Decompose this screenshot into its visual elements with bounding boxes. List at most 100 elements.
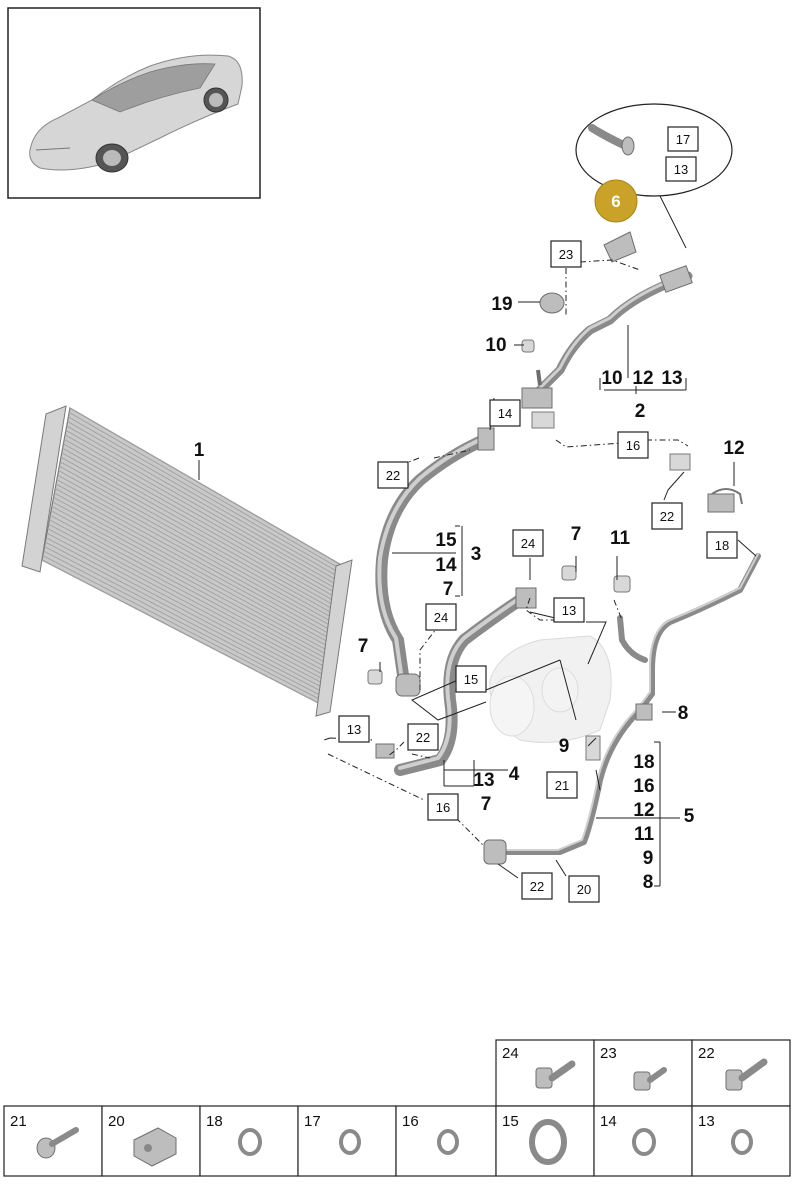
- group-2-item[interactable]: 13: [661, 368, 682, 389]
- ref-box-label: 16: [436, 800, 450, 815]
- hardware-cell-label[interactable]: 18: [206, 1113, 223, 1130]
- hardware-cell-label[interactable]: 15: [502, 1113, 519, 1130]
- ref-box[interactable]: 13: [338, 715, 370, 743]
- hardware-cell-label[interactable]: 20: [108, 1113, 125, 1130]
- ref-box[interactable]: 13: [665, 156, 697, 182]
- callout-4[interactable]: 4: [509, 764, 520, 785]
- vehicle-thumbnail: [7, 7, 261, 199]
- callout-7-left[interactable]: 7: [358, 636, 369, 657]
- ref-box[interactable]: 22: [407, 723, 439, 751]
- part-group-5: 18 16 12 11 9 8: [633, 752, 654, 893]
- group-5-item[interactable]: 12: [633, 800, 654, 821]
- o-ring-icon: [238, 1128, 262, 1156]
- ref-box[interactable]: 16: [427, 793, 459, 821]
- leader-lines: [198, 259, 757, 887]
- hose-4: [375, 565, 577, 776]
- hardware-cell-label[interactable]: 14: [600, 1113, 617, 1130]
- bolt-icon: [36, 1127, 79, 1159]
- ref-box[interactable]: 22: [651, 502, 683, 530]
- ref-box[interactable]: 16: [617, 431, 649, 459]
- group-2-item[interactable]: 12: [632, 368, 653, 389]
- ref-box-label: 23: [559, 247, 573, 262]
- ref-box-label: 16: [626, 438, 640, 453]
- hose-3: [367, 427, 495, 697]
- callout-6-label: 6: [611, 192, 620, 211]
- hardware-cell-label[interactable]: 21: [10, 1113, 27, 1130]
- ref-box-label: 15: [464, 672, 478, 687]
- o-ring-icon: [632, 1128, 656, 1156]
- callout-12[interactable]: 12: [723, 438, 744, 459]
- group-3-item[interactable]: 14: [435, 555, 457, 576]
- ref-box[interactable]: 22: [521, 872, 553, 900]
- condenser: [21, 405, 353, 717]
- ref-box[interactable]: 24: [512, 529, 544, 557]
- group-5-item[interactable]: 16: [633, 776, 654, 797]
- ref-box[interactable]: 18: [706, 531, 738, 559]
- group-5-item[interactable]: 9: [643, 848, 654, 869]
- hardware-cell-label[interactable]: 17: [304, 1113, 321, 1130]
- detail-inset: [575, 103, 733, 249]
- clip-icon: [133, 1127, 177, 1167]
- group-2-item[interactable]: 10: [601, 368, 622, 389]
- callout-8[interactable]: 8: [678, 703, 689, 724]
- group-4-item[interactable]: 13: [473, 770, 494, 791]
- ref-box-label: 22: [386, 468, 400, 483]
- bolt-icon: [535, 1060, 576, 1089]
- group-5-item[interactable]: 11: [634, 824, 655, 845]
- group-4-item[interactable]: 7: [481, 794, 492, 815]
- group-3-item[interactable]: 7: [443, 579, 454, 600]
- ref-box[interactable]: 15: [455, 665, 487, 693]
- ref-box[interactable]: 13: [553, 597, 585, 623]
- o-ring-icon: [437, 1129, 459, 1155]
- callout-11[interactable]: 11: [610, 528, 631, 549]
- part-group-4: 13 7: [473, 770, 494, 815]
- ref-box[interactable]: 21: [546, 771, 578, 799]
- upper-refrigerant-line: [521, 231, 693, 429]
- ref-box[interactable]: 14: [489, 399, 521, 427]
- hardware-cell-label[interactable]: 16: [402, 1113, 419, 1130]
- pressure-sensor: [669, 453, 743, 513]
- ref-box-label: 13: [674, 162, 688, 177]
- ref-box-label: 24: [521, 536, 535, 551]
- group-5-item[interactable]: 8: [643, 872, 654, 893]
- callout-7-right[interactable]: 7: [571, 524, 582, 545]
- group-5-item[interactable]: 18: [633, 752, 654, 773]
- ref-box-label: 13: [347, 722, 361, 737]
- hardware-cell-label[interactable]: 24: [502, 1045, 519, 1062]
- ref-box-label: 22: [416, 730, 430, 745]
- callout-19[interactable]: 19: [491, 294, 512, 315]
- callout-1[interactable]: 1: [194, 440, 205, 461]
- callouts: 1 2 3 4 5 7 7 8 9 10 11 12 19: [194, 294, 745, 827]
- ref-box-label: 22: [530, 879, 544, 894]
- ref-box-label: 17: [676, 132, 690, 147]
- callout-2[interactable]: 2: [635, 401, 646, 422]
- ref-box-label: 24: [434, 610, 448, 625]
- hardware-cell-label[interactable]: 13: [698, 1113, 715, 1130]
- ref-box[interactable]: 17: [667, 126, 699, 152]
- ref-box[interactable]: 24: [425, 603, 457, 631]
- line-5: [483, 553, 761, 865]
- ref-box-label: 20: [577, 882, 591, 897]
- part-group-2: 10 12 13: [601, 368, 682, 389]
- callout-9[interactable]: 9: [559, 736, 570, 757]
- ref-box[interactable]: 20: [568, 875, 600, 903]
- callout-3[interactable]: 3: [471, 544, 482, 565]
- callout-5[interactable]: 5: [684, 806, 695, 827]
- o-ring-icon: [731, 1129, 753, 1155]
- o-ring-icon: [339, 1129, 361, 1155]
- ref-box-label: 18: [715, 538, 729, 553]
- hardware-cell-label[interactable]: 23: [600, 1045, 617, 1062]
- bolt-icon: [725, 1058, 768, 1091]
- ref-box-label: 14: [498, 406, 512, 421]
- ref-box-label: 22: [660, 509, 674, 524]
- hardware-table: 24 23 22 21 20 18 17 16 15 14 13: [3, 1039, 791, 1177]
- ref-box[interactable]: 22: [377, 461, 409, 489]
- ref-box[interactable]: 23: [550, 240, 582, 268]
- group-3-item[interactable]: 15: [435, 530, 457, 551]
- callout-10[interactable]: 10: [485, 335, 506, 356]
- hardware-cell-label[interactable]: 22: [698, 1045, 715, 1062]
- ref-box-label: 13: [562, 603, 576, 618]
- bolt-icon: [633, 1067, 667, 1091]
- callout-6-highlight[interactable]: 6: [594, 179, 638, 223]
